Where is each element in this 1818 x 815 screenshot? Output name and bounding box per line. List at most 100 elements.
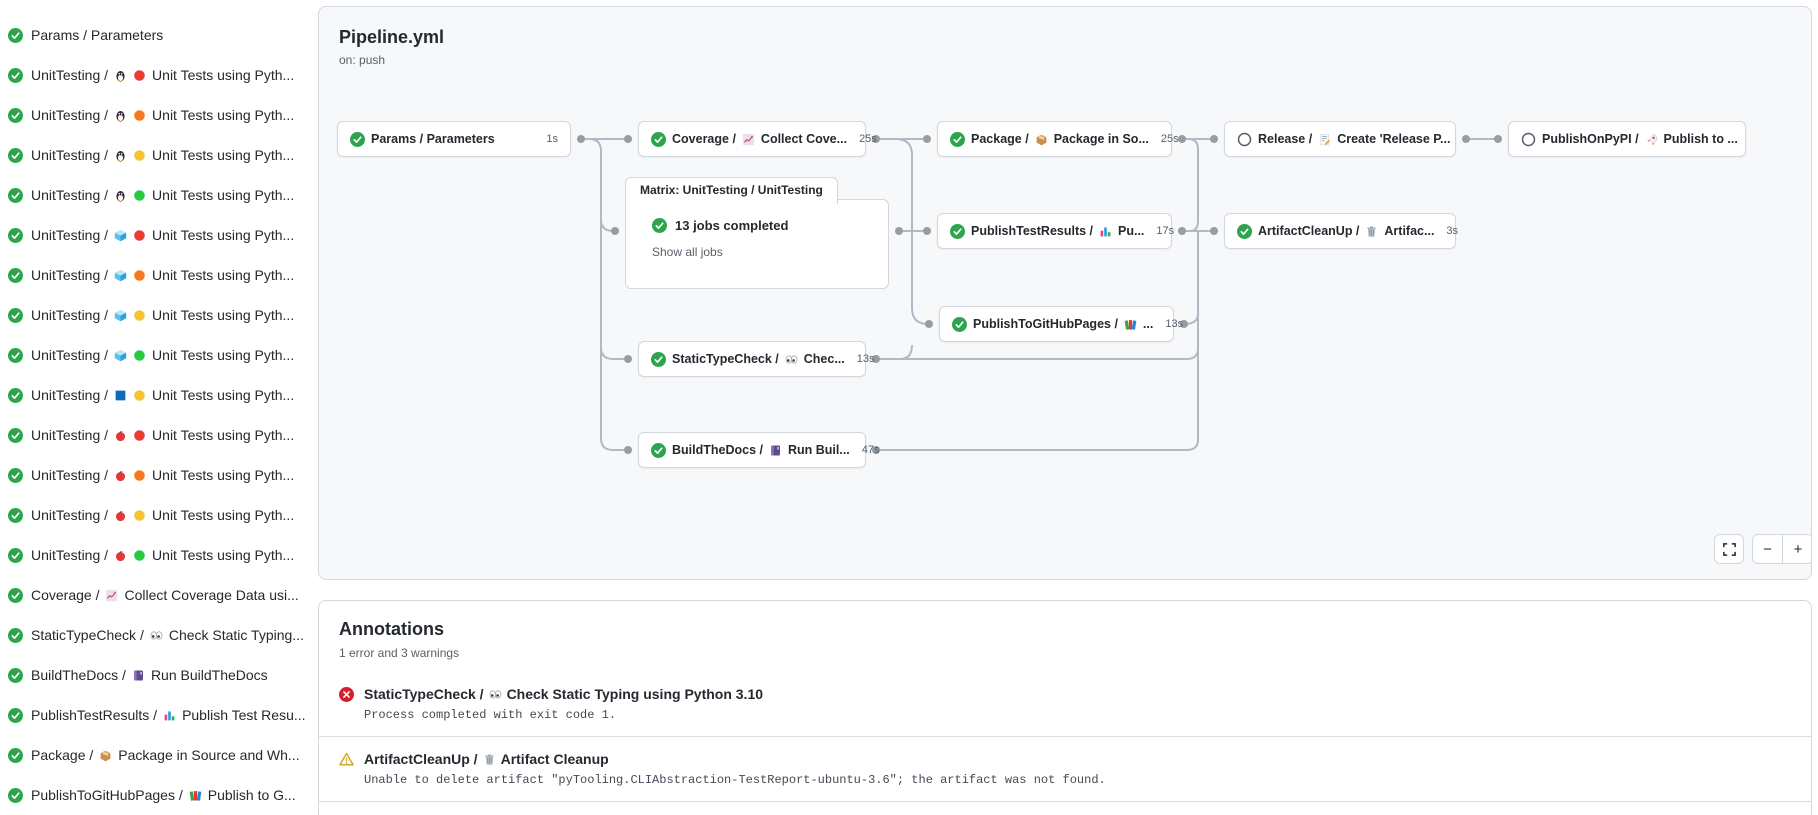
annotations-summary: 1 error and 3 warnings	[339, 646, 460, 660]
chart-icon	[742, 133, 755, 146]
node-label-prefix: ArtifactCleanUp /	[1258, 224, 1360, 238]
graph-controls: − +	[1714, 534, 1811, 564]
sidebar-job-item[interactable]: UnitTesting /Unit Tests using Pyth...	[0, 335, 312, 375]
dot-yellow-icon	[133, 149, 146, 162]
graph-node-artifactCleanUp[interactable]: ArtifactCleanUp / Artifac... 3s	[1224, 213, 1459, 249]
sidebar-job-label: UnitTesting /Unit Tests using Pyth...	[31, 107, 294, 123]
sidebar-job-item[interactable]: UnitTesting /Unit Tests using Pyth...	[0, 135, 312, 175]
matrix-node[interactable]: 13 jobs completed Show all jobs	[625, 199, 889, 289]
sidebar-job-item[interactable]: Package /Package in Source and Wh...	[0, 735, 312, 775]
annotation-title-link[interactable]: ArtifactCleanUp / Artifact Cleanup	[364, 751, 1106, 767]
sidebar-job-label: Params / Parameters	[31, 27, 163, 43]
bar-chart-icon	[1099, 225, 1112, 238]
matrix-tab[interactable]: Matrix: UnitTesting / UnitTesting	[625, 177, 838, 204]
sidebar-job-item[interactable]: UnitTesting /Unit Tests using Pyth...	[0, 175, 312, 215]
annotation-job-prefix: ArtifactCleanUp /	[364, 751, 478, 767]
zoom-out-button[interactable]: −	[1752, 534, 1783, 564]
chart-icon	[105, 589, 118, 602]
sidebar-job-item[interactable]: UnitTesting /Unit Tests using Pyth...	[0, 55, 312, 95]
sidebar-job-item[interactable]: UnitTesting /Unit Tests using Pyth...	[0, 215, 312, 255]
book-icon	[769, 444, 782, 457]
sidebar-job-label: UnitTesting /Unit Tests using Pyth...	[31, 147, 294, 163]
show-all-jobs-link[interactable]: Show all jobs	[652, 245, 723, 259]
annotation-message: Process completed with exit code 1.	[364, 708, 617, 722]
eyes-icon	[150, 629, 163, 642]
node-label-rest: ...	[1142, 317, 1154, 331]
fullscreen-icon	[1722, 542, 1737, 557]
books-icon	[1124, 318, 1137, 331]
dot-orange-icon	[133, 469, 146, 482]
penguin-icon	[114, 149, 127, 162]
dot-green-icon	[133, 549, 146, 562]
sidebar-job-item[interactable]: StaticTypeCheck /Check Static Typing...	[0, 615, 312, 655]
check-success-icon	[1237, 223, 1252, 239]
check-success-icon	[8, 587, 23, 603]
sidebar-job-item[interactable]: UnitTesting /Unit Tests using Pyth...	[0, 255, 312, 295]
sidebar-job-item[interactable]: UnitTesting /Unit Tests using Pyth...	[0, 415, 312, 455]
graph-node-release[interactable]: Release /Create 'Release P...	[1224, 121, 1456, 157]
dot-yellow-icon	[133, 309, 146, 322]
job-name-rest: Unit Tests using Pyth...	[152, 547, 295, 563]
sidebar-job-item[interactable]: UnitTesting /Unit Tests using Pyth...	[0, 455, 312, 495]
graph-node-buildTheDocs[interactable]: BuildTheDocs /Run Buil...47s	[638, 432, 880, 468]
trash-icon	[483, 753, 496, 766]
node-label-rest: Artifac...	[1384, 224, 1435, 238]
sidebar-job-label: UnitTesting /Unit Tests using Pyth...	[31, 467, 294, 483]
sidebar-job-label: UnitTesting /Unit Tests using Pyth...	[31, 227, 294, 243]
graph-node-publishTestResults[interactable]: PublishTestResults /Pu...17s	[937, 213, 1174, 249]
workflow-graph-panel: Pipeline.yml on: push	[318, 6, 1812, 580]
check-success-icon	[8, 387, 23, 403]
graph-node-package[interactable]: Package /Package in So...25s	[937, 121, 1179, 157]
check-success-icon	[8, 547, 23, 563]
matrix-status-text: 13 jobs completed	[675, 218, 789, 233]
job-name-rest: Unit Tests using Pyth...	[152, 307, 295, 323]
job-name-rest: Unit Tests using Pyth...	[152, 267, 295, 283]
node-duration: 3s	[1446, 225, 1459, 237]
sidebar-job-label: UnitTesting /Unit Tests using Pyth...	[31, 547, 294, 563]
sidebar-job-item[interactable]: UnitTesting /Unit Tests using Pyth...	[0, 375, 312, 415]
graph-node-publishOnPyPI[interactable]: PublishOnPyPI /Publish to ...	[1508, 121, 1746, 157]
sidebar-job-item[interactable]: Coverage /Collect Coverage Data usi...	[0, 575, 312, 615]
job-name-prefix: UnitTesting /	[31, 467, 109, 483]
sidebar-job-item[interactable]: PublishToGitHubPages /Publish to G...	[0, 775, 312, 815]
sidebar-job-item[interactable]: UnitTesting / Unit Tests using Pyth...	[0, 295, 312, 335]
package-icon	[99, 749, 112, 762]
node-label-prefix: Params / Parameters	[371, 132, 495, 146]
sidebar-job-item[interactable]: UnitTesting /Unit Tests using Pyth...	[0, 495, 312, 535]
sidebar-job-label: PublishToGitHubPages /Publish to G...	[31, 787, 296, 803]
sidebar-job-item[interactable]: PublishTestResults /Publish Test Resu...	[0, 695, 312, 735]
job-name-rest: Run BuildTheDocs	[150, 667, 268, 683]
check-success-icon	[8, 227, 23, 243]
graph-node-staticTypeCheck[interactable]: StaticTypeCheck /Chec...13s	[638, 341, 875, 377]
check-success-icon	[8, 27, 23, 43]
job-name-prefix: UnitTesting /	[31, 67, 109, 83]
skipped-icon	[1521, 132, 1536, 147]
job-name-prefix: UnitTesting /	[31, 307, 109, 323]
node-duration: 25s	[859, 133, 877, 145]
check-success-icon	[350, 131, 365, 147]
graph-node-publishToGitHubPages[interactable]: PublishToGitHubPages /...13s	[939, 306, 1183, 342]
annotation-title-link[interactable]: StaticTypeCheck / Check Static Typing us…	[364, 686, 763, 702]
dot-red-icon	[133, 69, 146, 82]
sidebar-job-item[interactable]: UnitTesting /Unit Tests using Pyth...	[0, 95, 312, 135]
annotations-panel: Annotations 1 error and 3 warnings Stati…	[318, 600, 1812, 815]
check-success-icon	[950, 131, 965, 147]
check-success-icon	[8, 67, 23, 83]
matrix-status: 13 jobs completed	[652, 218, 888, 233]
check-success-icon	[8, 627, 23, 643]
annotation-body: StaticTypeCheck / Check Static Typing us…	[364, 686, 763, 722]
job-name-prefix: Coverage /	[31, 587, 100, 603]
sidebar-job-item[interactable]: UnitTesting /Unit Tests using Pyth...	[0, 535, 312, 575]
fullscreen-button[interactable]	[1714, 534, 1744, 564]
sidebar-job-item[interactable]: Params / Parameters	[0, 15, 312, 55]
sidebar-job-item[interactable]: BuildTheDocs /Run BuildTheDocs	[0, 655, 312, 695]
node-duration: 1s	[546, 133, 558, 145]
graph-node-coverage[interactable]: Coverage /Collect Cove...25s	[638, 121, 877, 157]
rocket-icon	[1645, 133, 1658, 146]
zoom-in-button[interactable]: +	[1783, 534, 1811, 564]
node-label-prefix: PublishTestResults /	[971, 224, 1094, 238]
job-name-prefix: PublishToGitHubPages /	[31, 787, 183, 803]
graph-node-params[interactable]: Params / Parameters 1s	[337, 121, 571, 157]
